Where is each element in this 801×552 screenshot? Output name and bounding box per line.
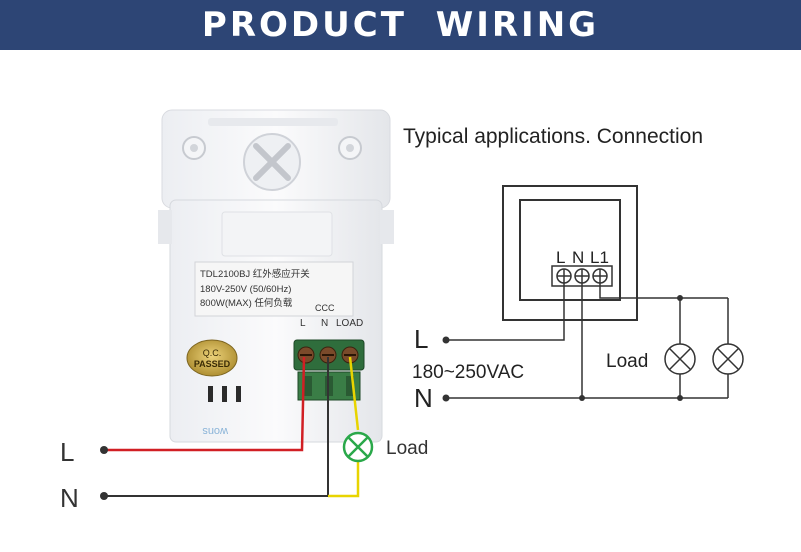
load-wire-bottom <box>328 462 360 498</box>
ccc-mark: CCC <box>315 303 335 313</box>
lamp-icon <box>712 343 744 375</box>
live-terminal-dot <box>100 446 108 454</box>
title-banner: PRODUCT WIRING <box>0 0 801 50</box>
left-load-label: Load <box>386 438 428 459</box>
connection-schematic: Typical applications. Connection L N L1 <box>403 125 744 413</box>
lamp-icon <box>664 343 696 375</box>
schematic-heading: Typical applications. Connection <box>403 125 703 148</box>
device-terminal-label-load: LOAD <box>336 318 363 329</box>
qc-badge-line2: PASSED <box>194 359 231 369</box>
device-voltage-text: 180V-250V (50/60Hz) <box>200 284 291 295</box>
schematic-terminal-label-l1: L1 <box>590 248 609 267</box>
device-terminal-label-l: L <box>300 318 306 329</box>
qc-badge-line1: Q.C. <box>203 348 222 358</box>
live-wire <box>104 356 306 452</box>
load-wire-top <box>348 356 360 431</box>
schematic-terminal-label-l: L <box>556 248 565 267</box>
schematic-load-label: Load <box>606 351 648 372</box>
device-spec-label <box>194 261 354 317</box>
terminal-screw-icon <box>556 268 572 284</box>
sensor-switch-device: TDL2100BJ 红外感应开关 180V-250V (50/60Hz) 800… <box>158 109 394 443</box>
device-terminal-label-n: N <box>321 318 328 329</box>
device-model-text: TDL2100BJ 红外感应开关 <box>200 268 310 280</box>
schematic-line-terminal-dot <box>442 336 450 344</box>
schematic-voltage-label: 180~250VAC <box>412 362 524 383</box>
neutral-terminal-dot <box>100 492 108 500</box>
terminal-screw-icon <box>574 268 590 284</box>
schematic-neutral-label: N <box>414 383 433 413</box>
brand-watermark: wons <box>202 425 229 437</box>
lamp-icon <box>342 431 374 463</box>
schematic-neutral-terminal-dot <box>442 394 450 402</box>
schematic-terminal-label-n: N <box>572 248 584 267</box>
schematic-load-wire <box>599 283 728 299</box>
schematic-line-label: L <box>414 324 428 354</box>
left-wiring: L N Load <box>60 356 428 513</box>
left-neutral-label: N <box>60 483 79 513</box>
qc-passed-badge <box>186 339 238 377</box>
banner-title: PRODUCT WIRING <box>201 5 600 45</box>
left-line-label: L <box>60 437 74 467</box>
schematic-line-wire <box>446 283 565 341</box>
switch-inner-frame <box>519 199 621 301</box>
switch-outer-frame <box>502 185 638 321</box>
device-power-text: 800W(MAX) 任何负载 <box>200 297 293 309</box>
terminal-screw-icon <box>592 268 608 284</box>
